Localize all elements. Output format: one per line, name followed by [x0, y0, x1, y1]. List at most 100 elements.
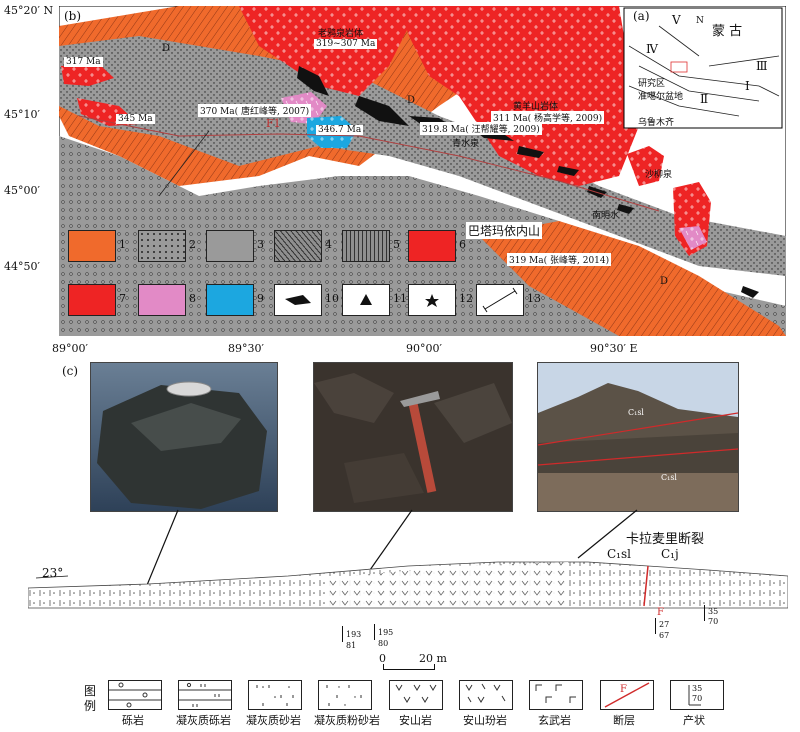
legend-label-fault: 断层 [613, 714, 635, 727]
photo-rock-specimen [90, 362, 278, 512]
attitude-3-dip: 67 [659, 631, 670, 640]
attitude-marker-3 [655, 618, 656, 634]
age-3198-label: 319.8 Ma( 汪帮耀等, 2009) [420, 122, 542, 135]
attitude-marker-2 [374, 624, 375, 640]
map-legend-num-2: 2 [189, 238, 196, 251]
legend-tuff-siltstone [318, 680, 372, 710]
inset-junggar: 准噶尔盆地 [638, 92, 684, 102]
lon-label-1: 89°00′ [52, 342, 88, 355]
inset-roman-2: Ⅱ [700, 92, 709, 106]
map-legend-num-1: 1 [119, 238, 126, 251]
outcrop-svg [314, 363, 512, 511]
attitude-2-dip: 80 [378, 639, 389, 648]
star-icon [425, 294, 439, 307]
inset-urumqi: 乌鲁木齐 [638, 118, 675, 128]
pink-pluton-se [679, 226, 707, 250]
section-unit-left: C₁sl [607, 547, 631, 561]
lat-label-4: 44°50′ [4, 260, 40, 273]
inset-study-area [670, 61, 688, 73]
unit-gray-belt [59, 36, 786, 276]
attitude-marker-1 [342, 626, 343, 642]
map-legend-num-13: 13 [527, 292, 541, 305]
lon-label-2: 89°30′ [228, 342, 264, 355]
inset-roman-4: Ⅳ [646, 42, 658, 56]
scale-zero: 0 [379, 652, 386, 665]
cross-section [27, 548, 789, 628]
scale-20m: 20 m [419, 652, 447, 665]
attitude-2-strike: 195 [378, 628, 394, 637]
map-legend-11 [342, 284, 390, 316]
legend-label-attitude: 产状 [683, 714, 705, 727]
legend-fault [600, 680, 654, 710]
photo-outcrop-hammer [313, 362, 513, 512]
map-legend-num-4: 4 [325, 238, 332, 251]
huangyangshan-label: 黄羊山岩体 [513, 102, 559, 112]
fault-letter-section: F [657, 607, 664, 618]
section-line [158, 130, 210, 197]
tuff-siltstone-pattern [326, 685, 362, 706]
panel-label-c: (c) [62, 364, 79, 378]
map-legend-5 [342, 230, 390, 262]
shaliuquan-pluton [627, 146, 664, 186]
map-legend-3 [206, 230, 254, 262]
age-3467-label: 346.7 Ma [316, 125, 364, 135]
rock-specimen-svg [97, 381, 267, 509]
batamayineishan-label: 巴塔玛依内山 [466, 222, 543, 239]
map-panel [58, 5, 787, 337]
devonian-label-3: D [660, 276, 669, 287]
map-legend-1 [68, 230, 116, 262]
attitude-1-strike: 193 [346, 630, 362, 639]
shaliuquan-label: 沙柳泉 [645, 170, 673, 180]
huangyangshan-age: 311 Ma( 杨高学等, 2009) [491, 111, 605, 124]
nanmingshui-label: 南明水 [592, 211, 620, 221]
andesite-pattern [395, 684, 437, 703]
attitude-3-strike: 27 [659, 620, 670, 629]
inset-roman-3: Ⅲ [756, 59, 768, 73]
section-fault-name: 卡拉麦里断裂 [626, 532, 705, 547]
map-legend-8 [138, 284, 186, 316]
map-legend-9 [206, 284, 254, 316]
fault-pattern [604, 682, 650, 708]
map-legend-num-11: 11 [393, 292, 407, 305]
legend-label-basalt: 玄武岩 [538, 714, 571, 727]
inset-study-area-label: 研究区 [638, 79, 666, 89]
unit-orange-south [479, 221, 786, 336]
legend-fault-letter: F [620, 684, 627, 695]
huangyangshan-pluton [399, 6, 639, 186]
photo-landscape [537, 362, 739, 512]
map-legend-13 [476, 284, 524, 316]
inset-roman-5: Ⅴ [672, 13, 681, 27]
bottom-legend-title: 图 例 [84, 684, 97, 713]
laoyaoquan-label: 老鸦泉岩体 [318, 29, 364, 39]
tuff-conglomerate-pattern [179, 682, 231, 707]
map-legend-num-8: 8 [189, 292, 196, 305]
panel-label-b: (b) [64, 9, 82, 23]
map-legend-6 [408, 230, 456, 262]
panel-label-a: (a) [633, 9, 650, 23]
scale-bar [383, 664, 435, 670]
legend-attitude-top: 35 [692, 684, 703, 693]
legend-basalt [529, 680, 583, 710]
age-370-label: 370 Ma( 唐红峰等, 2007) [198, 104, 312, 117]
map-legend-num-9: 9 [257, 292, 264, 305]
legend-andesite-porphyrite [459, 680, 513, 710]
inset-frame [623, 7, 783, 129]
map-legend-num-3: 3 [257, 238, 264, 251]
map-legend-10 [274, 284, 322, 316]
section-dip-angle: 23° [42, 566, 64, 580]
legend-label-andesite: 安山岩 [399, 714, 432, 727]
west-pluton [61, 64, 114, 86]
inset-north: N [696, 16, 704, 26]
landscape-svg [538, 363, 738, 511]
age-319-label: 319 Ma( 张峰等, 2014) [507, 253, 612, 266]
legend-tuff-conglomerate [178, 680, 232, 710]
age-317-label: 317 Ma [64, 57, 103, 67]
legend-attitude [670, 680, 724, 710]
legend-andesite [389, 680, 443, 710]
legend-label-tuff-conglomerate: 凝灰质砾岩 [176, 714, 231, 727]
conglomerate-pattern [109, 682, 161, 708]
andesite-porphyrite-pattern [465, 683, 506, 703]
tuff-sandstone-pattern [256, 685, 294, 706]
lat-label-3: 45°00′ [4, 184, 40, 197]
inset-roman-1: Ⅰ [745, 79, 750, 93]
